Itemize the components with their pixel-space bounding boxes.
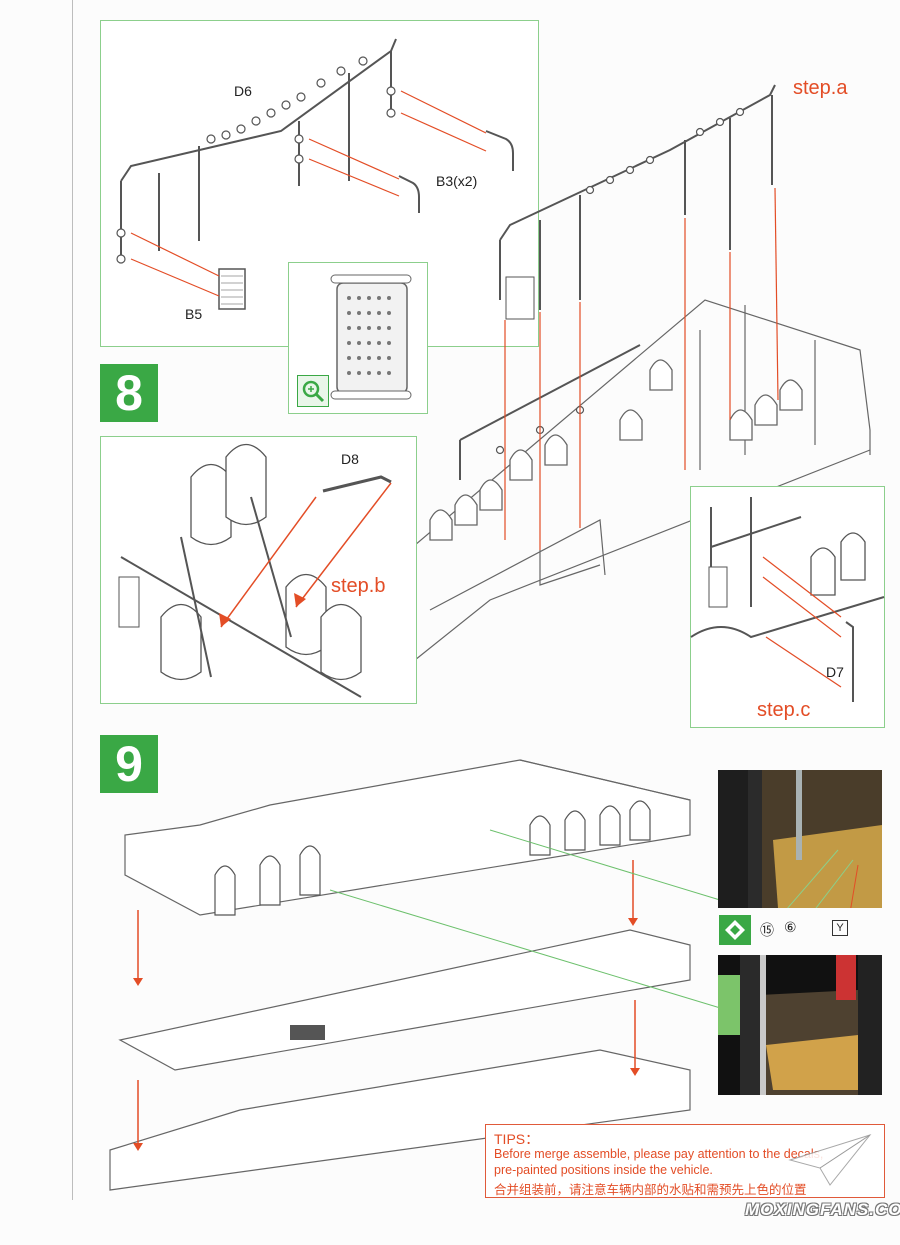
label-d7: D7 — [826, 664, 844, 680]
label-b3: B3(x2) — [436, 173, 478, 189]
tips-title: TIPS： — [494, 1131, 540, 1147]
seat-handle-drawing — [118, 443, 392, 698]
flip-icon — [719, 915, 751, 945]
step-c-label: step.c — [757, 699, 811, 721]
binding-line — [72, 0, 73, 1200]
decal-15-label: ⑮ — [760, 923, 774, 939]
grille-zoom-drawing — [330, 274, 412, 400]
step-b-detail-box: D8 step.b — [100, 436, 417, 704]
bus-assembly-drawing — [109, 759, 761, 1191]
paper-plane-logo — [788, 1130, 872, 1190]
interior-photo-top — [718, 770, 882, 908]
tips-line-2: pre-painted positions inside the vehicle… — [494, 1163, 713, 1177]
step-9-badge: 9 — [100, 735, 158, 793]
step-8-badge: 8 — [100, 364, 158, 422]
zoom-callout-box — [288, 262, 428, 414]
zoom-in-icon — [297, 375, 329, 407]
step-c-detail-box: D7 step.c — [690, 486, 885, 728]
bus-interior-drawing — [414, 84, 871, 661]
label-d8: D8 — [341, 451, 359, 467]
tips-line-3: 合并组装前，请注意车辆内部的水贴和需预先上色的位置 — [494, 1182, 807, 1197]
watermark-text: MOXINGFANS.COM — [745, 1200, 900, 1219]
label-d6: D6 — [234, 83, 252, 99]
decal-6-label: ⑥ — [784, 920, 797, 936]
step-a-label: step.a — [793, 77, 848, 99]
interior-photo-bottom — [718, 955, 882, 1095]
decal-y-label: Y — [832, 920, 848, 936]
rail-drawing — [116, 38, 514, 310]
tips-line-1: Before merge assemble, please pay attent… — [494, 1147, 824, 1161]
label-b5: B5 — [185, 306, 203, 322]
step-b-label: step.b — [331, 575, 386, 597]
front-rail-drawing — [690, 497, 885, 702]
